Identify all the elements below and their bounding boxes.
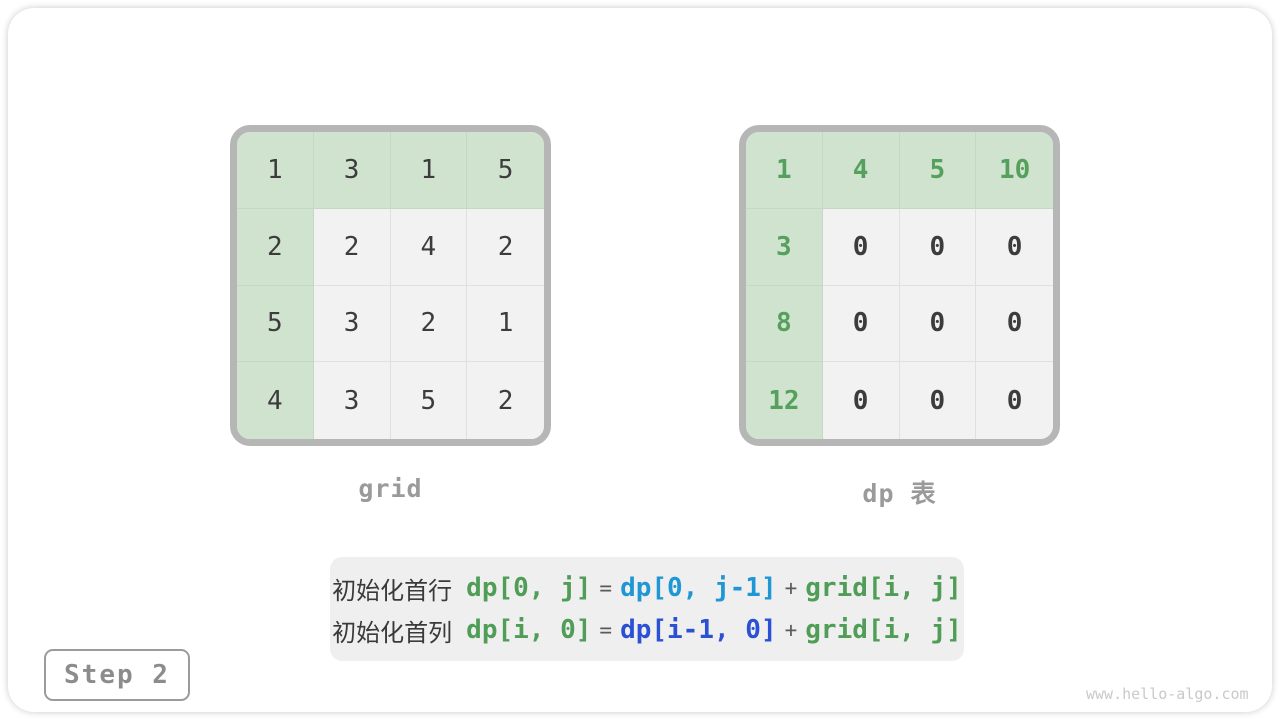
- dp-cell: 0: [899, 285, 977, 363]
- formula-lhs: dp[0, j]: [466, 573, 592, 603]
- plus-sign: +: [784, 576, 798, 600]
- dp-cell: 0: [899, 208, 977, 286]
- dp-cell: 1: [746, 132, 823, 209]
- formula-box: 初始化首行 dp[0, j] = dp[0, j-1] + grid[i, j]…: [330, 557, 964, 661]
- grid-cell: 2: [467, 208, 544, 286]
- dp-caption: dp 表: [862, 479, 937, 508]
- grid-cell: 3: [313, 132, 391, 209]
- dp-cell: 0: [822, 362, 900, 439]
- formula-lhs: dp[i, 0]: [466, 615, 592, 645]
- dp-cell: 12: [746, 362, 823, 439]
- equals-sign: =: [599, 618, 613, 642]
- dp-cell: 3: [746, 208, 823, 286]
- formula-rhs: grid[i, j]: [805, 573, 962, 603]
- grid-cell: 2: [467, 362, 544, 439]
- dp-cell: 5: [899, 132, 977, 209]
- grid-cell: 2: [237, 208, 314, 286]
- dp-matrix: 1 4 5 10 3 0 0 0 8 0 0 0 12 0 0 0: [739, 125, 1060, 446]
- formula-mid-term: dp[i-1, 0]: [620, 615, 777, 645]
- formula-line-row-init: 初始化首行 dp[0, j] = dp[0, j-1] + grid[i, j]: [332, 571, 962, 606]
- step-badge: Step 2: [44, 649, 190, 701]
- grid-cell: 1: [237, 132, 314, 209]
- grid-cell: 2: [313, 208, 391, 286]
- formula-line-col-init: 初始化首列 dp[i, 0] = dp[i-1, 0] + grid[i, j]: [332, 613, 962, 648]
- dp-cell: 0: [976, 208, 1053, 286]
- grid-cell: 4: [390, 208, 468, 286]
- grid-cell: 5: [237, 285, 314, 363]
- dp-cell: 8: [746, 285, 823, 363]
- diagram-card: 1 3 1 5 2 2 4 2 5 3 2 1 4 3 5 2 1 4 5 10…: [8, 8, 1272, 712]
- grid-cell: 5: [467, 132, 544, 209]
- formula-mid-term: dp[0, j-1]: [620, 573, 777, 603]
- formula-rhs: grid[i, j]: [805, 615, 962, 645]
- grid-cell: 3: [313, 285, 391, 363]
- formula-label: 初始化首列: [332, 618, 453, 647]
- grid-cell: 4: [237, 362, 314, 439]
- grid-matrix: 1 3 1 5 2 2 4 2 5 3 2 1 4 3 5 2: [230, 125, 551, 446]
- grid-cell: 2: [390, 285, 468, 363]
- dp-cell: 0: [822, 208, 900, 286]
- plus-sign: +: [784, 618, 798, 642]
- grid-cell: 3: [313, 362, 391, 439]
- formula-label: 初始化首行: [332, 576, 453, 605]
- grid-cell: 1: [467, 285, 544, 363]
- dp-cell: 0: [822, 285, 900, 363]
- dp-cell: 0: [976, 285, 1053, 363]
- dp-cell: 0: [976, 362, 1053, 439]
- grid-cell: 5: [390, 362, 468, 439]
- dp-cell: 4: [822, 132, 900, 209]
- dp-cell: 10: [976, 132, 1053, 209]
- watermark: www.hello-algo.com: [1086, 685, 1249, 703]
- grid-caption: grid: [358, 474, 423, 503]
- grid-cell: 1: [390, 132, 468, 209]
- equals-sign: =: [599, 576, 613, 600]
- dp-cell: 0: [899, 362, 977, 439]
